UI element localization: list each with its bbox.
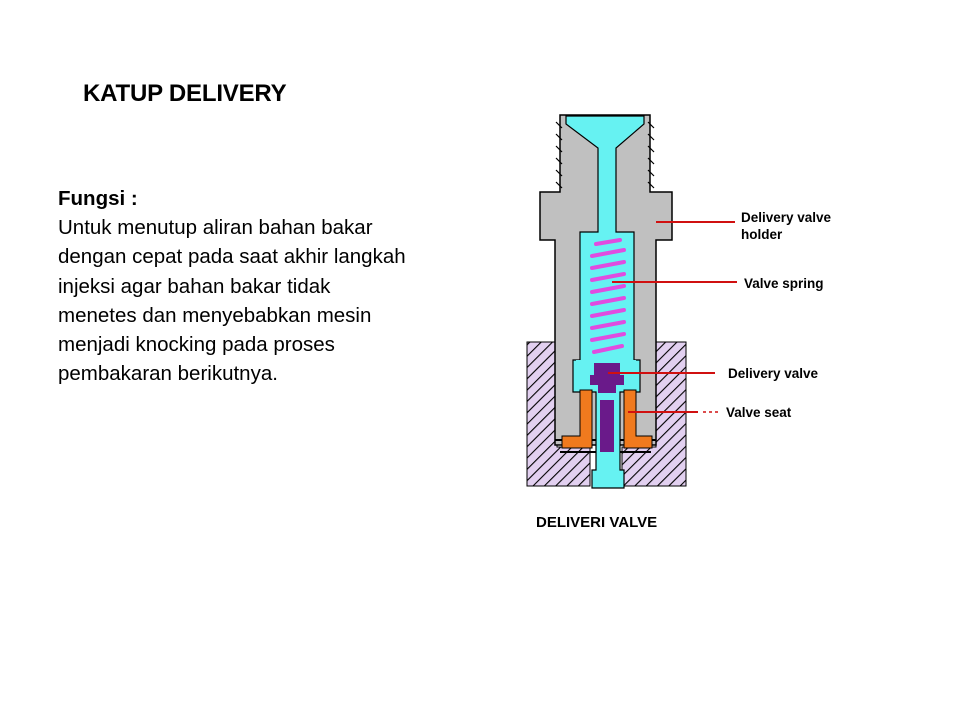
function-line-3: injeksi agar bahan bakar tidak — [58, 274, 331, 298]
leader-lines — [608, 221, 737, 413]
label-delivery-valve: Delivery valve — [728, 366, 819, 381]
function-line-6: pembakaran berikutnya. — [58, 362, 278, 386]
function-description: Fungsi : Untuk menutup aliran bahan baka… — [58, 184, 478, 388]
function-line-1: Untuk menutup aliran bahan bakar — [58, 216, 373, 240]
function-line-2: dengan cepat pada saat akhir langkah — [58, 245, 406, 269]
label-holder-line2: holder — [741, 227, 783, 242]
function-heading: Fungsi : — [58, 187, 138, 210]
label-holder-line1: Delivery valve — [741, 210, 832, 225]
valve-spring — [590, 238, 626, 354]
label-valve-seat: Valve seat — [726, 405, 792, 420]
valve-seat — [561, 389, 653, 449]
function-line-5: menjadi knocking pada proses — [58, 333, 335, 357]
slide-title: KATUP DELIVERY — [83, 80, 287, 107]
label-valve-spring: Valve spring — [744, 276, 824, 291]
diagram-caption: DELIVERI VALVE — [536, 514, 657, 531]
function-line-4: menetes dan menyebabkan mesin — [58, 303, 372, 327]
